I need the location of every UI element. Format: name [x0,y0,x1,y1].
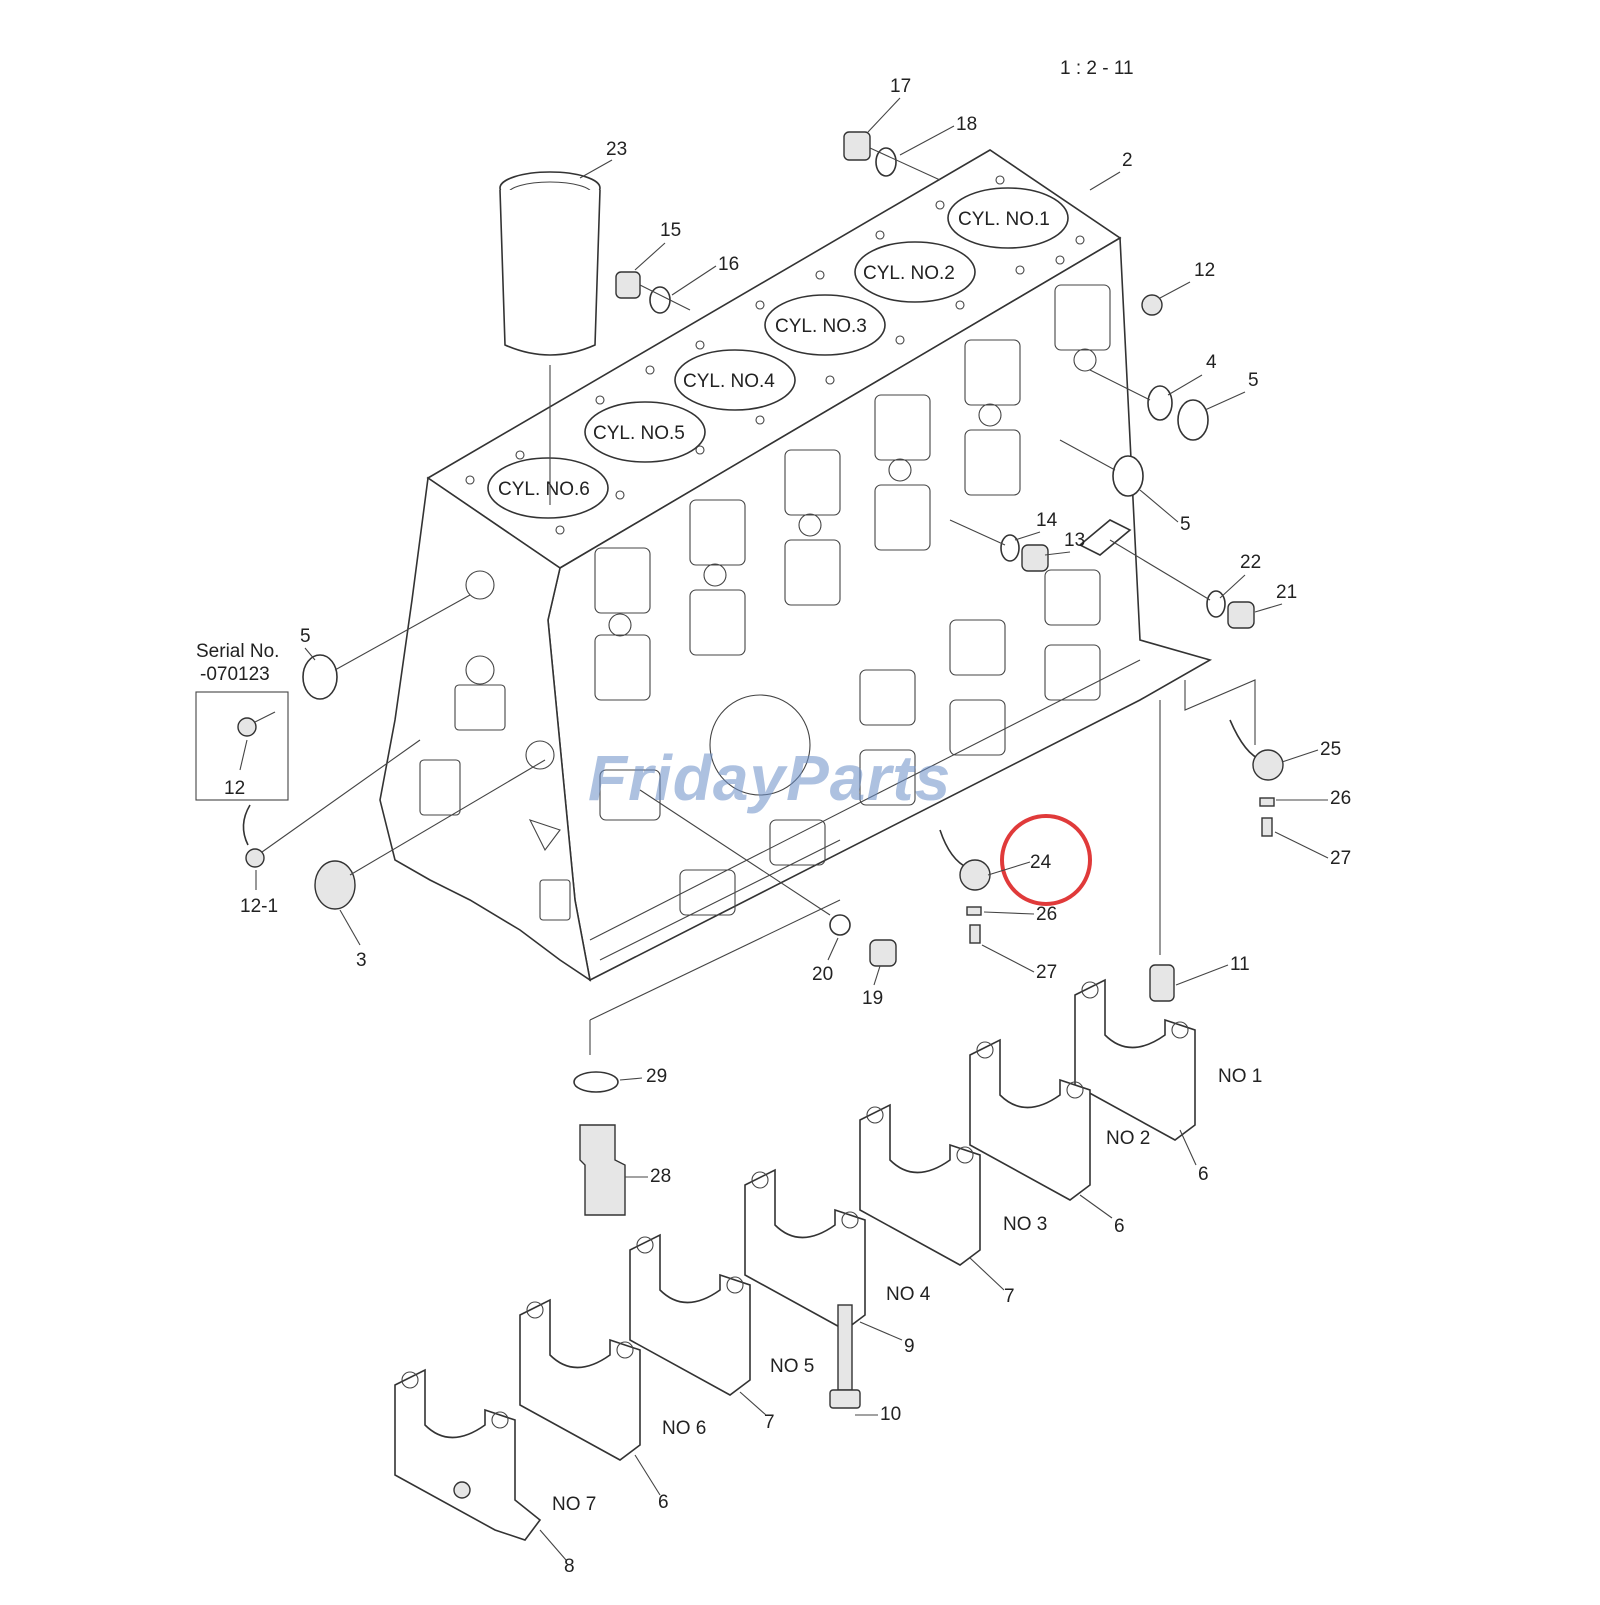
serial-number-box: Serial No. -070123 12 [195,641,289,846]
callout-label: 22 [1240,552,1261,573]
callout-labels: 17 18 23 2 15 16 12 4 5 5 5 14 13 22 21 … [240,76,1351,1577]
callout-label: 17 [890,76,911,97]
watermark: FridayParts [588,742,951,814]
bearing-cap-3 [859,1103,981,1266]
plug-12-right [1141,294,1163,316]
cap-bolt-10 [829,1304,861,1409]
callout-label: 2 [1122,150,1133,171]
seal-rings-4-5 [1059,369,1209,497]
callout-label: 24 [1030,852,1052,873]
cyl-label-2: CYL. NO.2 [863,263,955,284]
callout-label: 14 [1036,510,1058,531]
callout-label: 23 [606,139,627,160]
cyl-label-5: CYL. NO.5 [593,423,685,444]
cylinder-bores: CYL. NO.1 CYL. NO.2 CYL. NO.3 CYL. NO.4 … [487,187,1069,519]
plug-21-washer-22 [1078,519,1255,629]
callout-label: 6 [1114,1216,1125,1237]
callout-label: 27 [1036,962,1057,983]
bearing-cap-label-5: NO 5 [770,1356,814,1377]
bearing-cap-label-3: NO 3 [1003,1214,1047,1235]
plug-15-washer-16 [615,271,691,314]
callout-label: 5 [300,626,311,647]
plug-13-washer-14 [949,519,1049,572]
bearing-cap-label-2: NO 2 [1106,1128,1150,1149]
callout-label: 27 [1330,848,1351,869]
serial-part-label: 12 [224,778,245,799]
bearing-cap-label-1: NO 1 [1218,1066,1262,1087]
plug-19-washer-20 [639,789,897,967]
callout-label: 12-1 [240,896,278,917]
callout-label: 25 [1320,739,1341,760]
callout-label: 10 [880,1404,901,1425]
bearing-caps: NO 1 NO 2 NO 3 NO 4 NO 5 NO 6 NO 7 [394,978,1262,1541]
callout-label: 13 [1064,530,1085,551]
callout-label: 7 [764,1412,775,1433]
cyl-label-6: CYL. NO.6 [498,479,590,500]
callout-label: 18 [956,114,977,135]
callout-label: 8 [564,1556,575,1577]
bearing-cap-5 [629,1233,751,1396]
highlight-circle [1000,814,1092,906]
serial-line-2: -070123 [200,664,270,685]
engine-block: CYL. NO.1 CYL. NO.2 CYL. NO.3 CYL. NO.4 … [379,149,1213,982]
callout-label: 5 [1180,514,1191,535]
leader-lines [255,97,1329,1561]
callout-label: 29 [646,1066,667,1087]
callout-label: 11 [1230,954,1250,975]
callout-label: 19 [862,988,883,1009]
callout-label: 3 [356,950,367,971]
callout-label: 4 [1206,352,1217,373]
bearing-cap-2 [969,1038,1091,1201]
callout-label: 12 [1194,260,1215,281]
callout-label: 20 [812,964,833,985]
callout-label: 7 [1004,1286,1015,1307]
serial-line-1: Serial No. [196,641,279,662]
cyl-label-1: CYL. NO.1 [958,209,1050,230]
cyl-label-4: CYL. NO.4 [683,371,775,392]
bearing-cap-label-4: NO 4 [886,1284,931,1305]
bearing-cap-6 [519,1298,641,1461]
cylinder-liner [499,171,601,505]
bearing-cap-1 [1074,978,1196,1141]
bearing-cap-4 [744,1168,866,1331]
bearing-cap-7 [394,1368,542,1541]
callout-label: 15 [660,220,681,241]
scale-label: 1 : 2 - 11 [1060,58,1134,79]
callout-label: 21 [1276,582,1297,603]
callout-label: 6 [1198,1164,1209,1185]
callout-label: 16 [718,254,739,275]
callout-label: 26 [1330,788,1351,809]
oil-jets [939,679,1284,944]
left-side-parts [245,594,546,910]
bearing-cap-label-6: NO 6 [662,1418,706,1439]
callout-label: 26 [1036,904,1057,925]
callout-label: 28 [650,1166,671,1187]
callout-label: 6 [658,1492,669,1513]
bearing-cap-label-7: NO 7 [552,1494,596,1515]
callout-label: 9 [904,1336,915,1357]
dowel-11 [1149,700,1175,1002]
fitting-28-washer-29 [573,899,841,1216]
plug-17-washer-18 [843,131,941,181]
callout-label: 5 [1248,370,1259,391]
cyl-label-3: CYL. NO.3 [775,316,867,337]
